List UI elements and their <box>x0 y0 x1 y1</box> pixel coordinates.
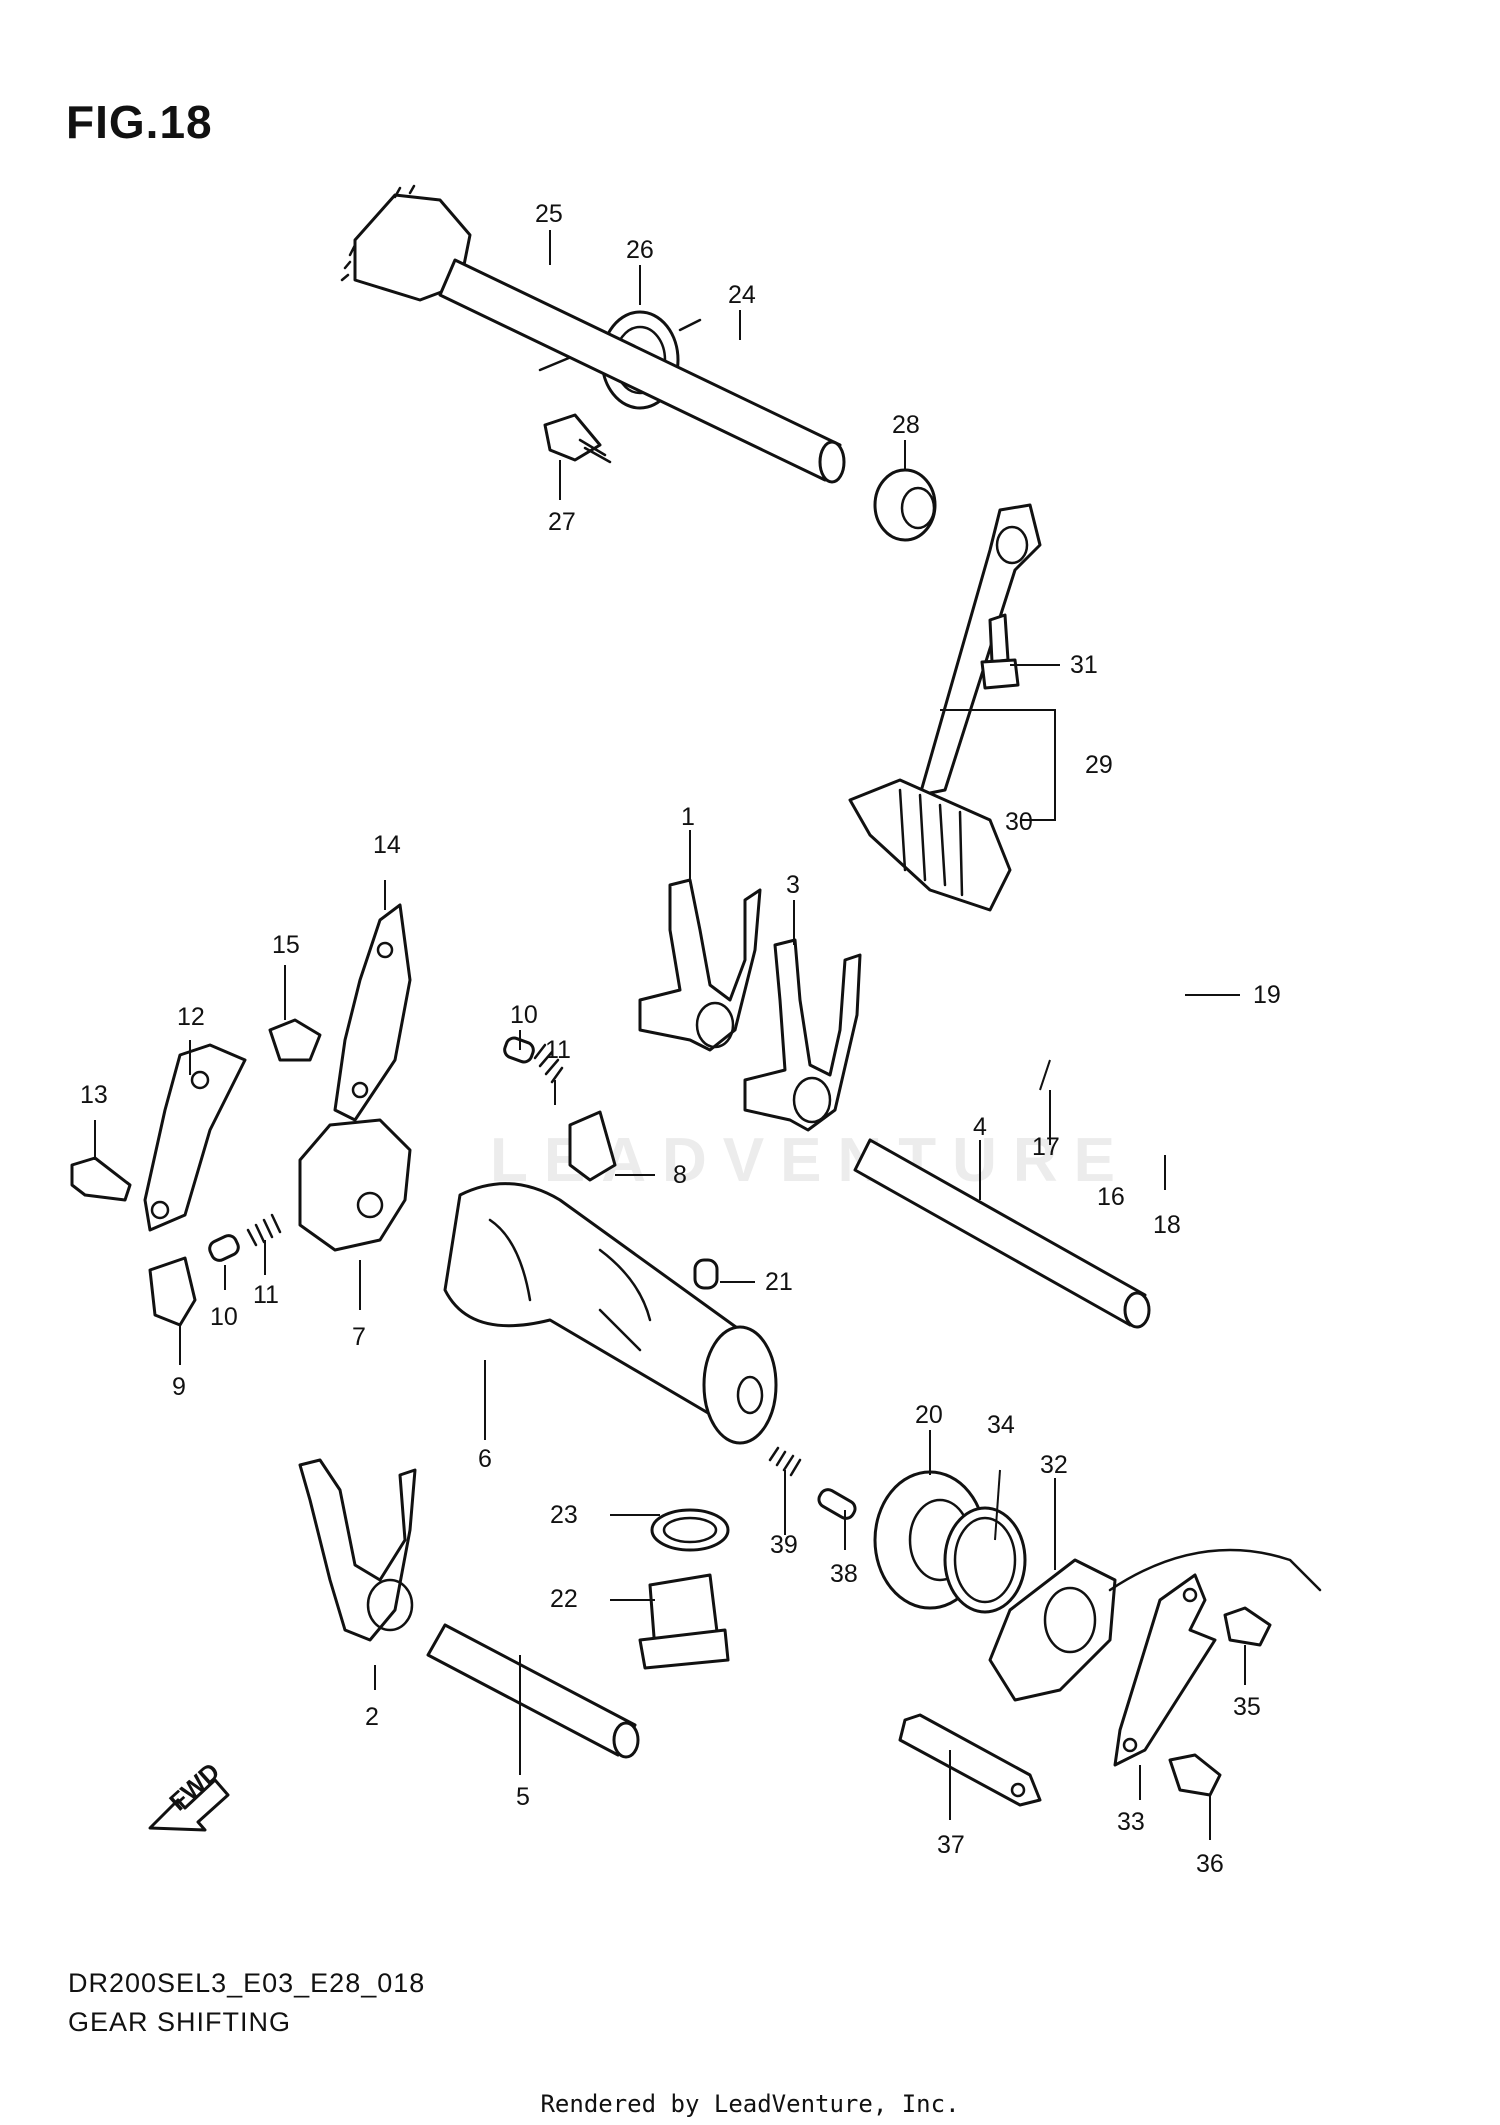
callout-11a: 11 <box>545 1036 571 1064</box>
callout-37: 37 <box>937 1831 965 1859</box>
callout-16: 16 <box>1097 1183 1125 1211</box>
part-cam-driven-gear <box>298 1118 412 1252</box>
part-pin-10a <box>208 1234 240 1262</box>
fwd-arrow-icon: FWD <box>148 1758 230 1832</box>
part-position-switch <box>988 1558 1117 1702</box>
part-screw-36 <box>1168 1753 1222 1797</box>
part-shift-fork-1 <box>638 878 762 1052</box>
callout-33: 33 <box>1117 1808 1145 1836</box>
callout-10b: 10 <box>210 1303 238 1331</box>
callout-19: 19 <box>1253 981 1281 1009</box>
callout-5: 5 <box>516 1783 530 1811</box>
callout-17: 17 <box>1032 1133 1060 1161</box>
part-spring-11a <box>246 1213 282 1247</box>
part-lever-bolt <box>988 613 1010 664</box>
callout-23: 23 <box>550 1501 578 1529</box>
callout-12: 12 <box>177 1003 205 1031</box>
part-fork-shaft-5 <box>426 1623 637 1757</box>
callout-27: 27 <box>548 508 576 536</box>
part-guide-plate <box>143 1043 247 1232</box>
callout-28: 28 <box>892 411 920 439</box>
callout-labels: 1 2 3 4 5 6 7 8 9 10 10 11 11 12 13 14 1… <box>80 200 1281 1878</box>
part-cam-stopper-plate <box>333 903 412 1122</box>
part-shift-fork-2 <box>298 1458 417 1642</box>
part-pawl-9 <box>148 1256 197 1327</box>
figure-title: FIG.18 <box>66 96 213 148</box>
callout-4: 4 <box>973 1113 987 1141</box>
callout-8: 8 <box>673 1161 687 1189</box>
callout-2: 2 <box>365 1703 379 1731</box>
part-gearshift-lever <box>918 503 1042 797</box>
callout-22: 22 <box>550 1585 578 1613</box>
callout-30: 30 <box>1005 808 1033 836</box>
callout-35: 35 <box>1233 1693 1261 1721</box>
part-spring-39 <box>768 1446 802 1477</box>
callout-24: 24 <box>728 281 756 309</box>
callout-29: 29 <box>1085 751 1113 779</box>
section-name: GEAR SHIFTING <box>68 2007 292 2037</box>
part-gasket-23 <box>650 1508 730 1552</box>
callout-7: 7 <box>352 1323 366 1351</box>
callout-36: 36 <box>1196 1850 1224 1878</box>
callout-32: 32 <box>1040 1451 1068 1479</box>
callout-20: 20 <box>915 1401 943 1429</box>
part-bracket-33 <box>1113 1573 1217 1767</box>
leader-lines <box>94 230 1246 1840</box>
callout-3: 3 <box>786 871 800 899</box>
callout-25: 25 <box>535 200 563 228</box>
callout-9: 9 <box>172 1373 186 1401</box>
part-oring-34 <box>943 1506 1027 1614</box>
part-switch-lead <box>1108 1548 1322 1592</box>
part-cam-pin-21 <box>693 1258 719 1290</box>
callout-21: 21 <box>765 1268 793 1296</box>
part-screw-35 <box>1223 1606 1272 1647</box>
part-shift-segment <box>353 193 472 302</box>
callout-34: 34 <box>987 1411 1015 1439</box>
part-oil-seal <box>873 468 937 542</box>
part-spring-11b <box>533 1043 564 1084</box>
part-pin-38 <box>817 1488 857 1520</box>
callout-38: 38 <box>830 1560 858 1588</box>
callout-39: 39 <box>770 1531 798 1559</box>
callout-31: 31 <box>1070 651 1098 679</box>
part-plate-screw <box>268 1018 322 1062</box>
callout-18: 18 <box>1153 1211 1181 1239</box>
part-lever-rubber <box>848 778 1012 912</box>
render-credit: Rendered by LeadVenture, Inc. <box>540 2090 960 2118</box>
part-fork-shaft-4 <box>853 1138 1147 1327</box>
part-pawl-8 <box>568 1110 617 1182</box>
callout-11b: 11 <box>253 1281 279 1309</box>
callout-6: 6 <box>478 1445 492 1473</box>
part-shift-fork-3 <box>743 938 862 1132</box>
callout-14: 14 <box>373 831 401 859</box>
callout-26: 26 <box>626 236 654 264</box>
part-clamp-37 <box>898 1713 1042 1807</box>
model-code: DR200SEL3_E03_E28_018 <box>68 1968 426 1998</box>
callout-13: 13 <box>80 1081 108 1109</box>
part-stopper-bolt <box>543 413 602 462</box>
part-screw-13 <box>70 1156 132 1202</box>
callout-1: 1 <box>681 803 695 831</box>
callout-10a: 10 <box>510 1001 538 1029</box>
callout-15: 15 <box>272 931 300 959</box>
